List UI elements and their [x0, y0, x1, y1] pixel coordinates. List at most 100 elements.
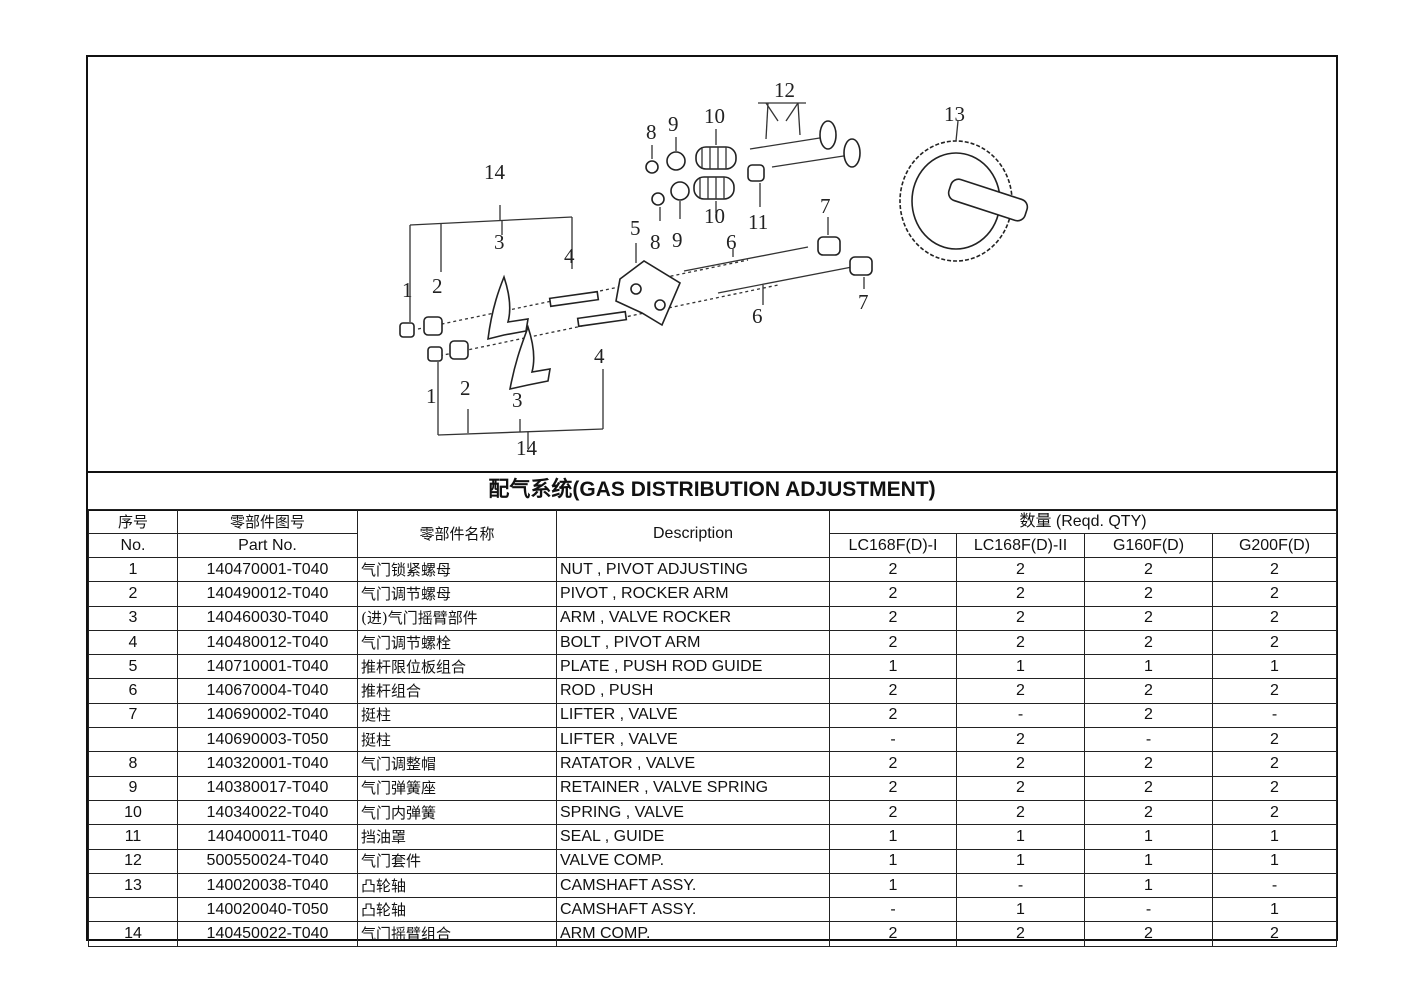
row-part-no: 140450022-T040	[177, 921, 358, 947]
guide-seal	[747, 164, 765, 182]
row-qty: -	[829, 897, 957, 923]
row-qty: 2	[1211, 727, 1338, 753]
row-qty: 1	[1084, 654, 1213, 680]
row-qty: -	[1211, 872, 1338, 899]
row-qty: 2	[1084, 799, 1213, 826]
row-qty: 1	[956, 654, 1085, 680]
row-qty: 2	[829, 556, 957, 583]
row-qty: 2	[1084, 605, 1213, 631]
row-name-cn: (进)气门摇臂部件	[357, 605, 557, 631]
header-model: G160F(D)	[1084, 533, 1213, 558]
row-qty: -	[956, 702, 1085, 729]
row-description: BOLT , PIVOT ARM	[556, 629, 830, 656]
row-name-cn: 凸轮轴	[357, 872, 557, 899]
row-description: PLATE , PUSH ROD GUIDE	[556, 654, 830, 680]
svg-text:9: 9	[668, 112, 679, 136]
row-part-no: 140690002-T040	[177, 702, 358, 729]
row-qty: 2	[1211, 799, 1338, 826]
header-model: LC168F(D)-II	[956, 533, 1085, 558]
row-no: 12	[88, 848, 178, 874]
row-description: LIFTER , VALVE	[556, 702, 830, 729]
row-name-cn: 气门套件	[357, 848, 557, 874]
row-description: RETAINER , VALVE SPRING	[556, 775, 830, 801]
row-qty: 2	[956, 605, 1085, 631]
row-qty: 1	[1084, 848, 1213, 874]
row-no: 2	[88, 581, 178, 607]
svg-text:8: 8	[650, 230, 661, 254]
parts-page-frame: 1 2 3 4 5 6 7 8 9 10 11 12 13 14 1 2 3 4…	[86, 55, 1338, 947]
row-name-cn: 凸轮轴	[357, 897, 557, 923]
row-part-no: 140710001-T040	[177, 654, 358, 680]
valve-lifter-lower	[849, 256, 873, 276]
header-description: Description	[556, 509, 830, 558]
row-part-no: 140380017-T040	[177, 775, 358, 801]
page-title: 配气系统(GAS DISTRIBUTION ADJUSTMENT)	[88, 471, 1336, 511]
row-qty: 1	[1211, 897, 1338, 923]
row-no: 13	[88, 872, 178, 899]
row-qty: -	[1084, 897, 1213, 923]
row-name-cn: 气门锁紧螺母	[357, 556, 557, 583]
row-no: 5	[88, 654, 178, 680]
bolt-pivot-arm-lower	[576, 310, 628, 328]
row-qty: 2	[829, 605, 957, 631]
row-qty: 2	[829, 629, 957, 656]
row-part-no: 140670004-T040	[177, 678, 358, 704]
row-part-no: 140400011-T040	[177, 824, 358, 850]
row-description: SPRING , VALVE	[556, 799, 830, 826]
row-qty: -	[956, 872, 1085, 899]
header-qty: 数量 (Reqd. QTY)	[828, 509, 1338, 534]
svg-text:14: 14	[484, 160, 506, 184]
valve-spring-retainer-lower	[670, 181, 690, 201]
row-description: LIFTER , VALVE	[556, 727, 830, 753]
row-name-cn: 气门内弹簧	[357, 799, 557, 826]
row-description: ARM COMP.	[556, 921, 830, 947]
row-qty: 2	[1211, 775, 1338, 801]
row-qty: 2	[956, 678, 1085, 704]
svg-text:3: 3	[494, 230, 505, 254]
row-qty: 1	[1084, 872, 1213, 899]
row-no: 7	[88, 702, 178, 729]
valve-upper	[819, 120, 837, 150]
row-name-cn: 气门调节螺母	[357, 581, 557, 607]
row-description: ROD , PUSH	[556, 678, 830, 704]
row-qty: 2	[829, 678, 957, 704]
header-model: G200F(D)	[1211, 533, 1338, 558]
row-qty: 1	[1211, 848, 1338, 874]
row-qty: 2	[829, 799, 957, 826]
row-qty: 2	[1084, 629, 1213, 656]
svg-text:6: 6	[726, 230, 737, 254]
row-qty: 2	[956, 727, 1085, 753]
row-qty: -	[1211, 702, 1338, 729]
nut-pivot-adjusting-lower	[427, 346, 443, 362]
row-qty: 2	[956, 581, 1085, 607]
row-qty: 2	[1211, 605, 1338, 631]
row-description: ARM , VALVE ROCKER	[556, 605, 830, 631]
row-name-cn: 挡油罩	[357, 824, 557, 850]
row-part-no: 500550024-T040	[177, 848, 358, 874]
svg-text:1: 1	[402, 278, 413, 302]
row-qty: 1	[1211, 654, 1338, 680]
row-qty: 2	[829, 751, 957, 777]
svg-text:6: 6	[752, 304, 763, 328]
row-qty: 2	[1084, 775, 1213, 801]
header-no-en: No.	[88, 533, 178, 558]
row-qty: 1	[1211, 824, 1338, 850]
row-no: 6	[88, 678, 178, 704]
row-description: NUT , PIVOT ADJUSTING	[556, 556, 830, 583]
row-qty: 2	[1211, 581, 1338, 607]
row-qty: 2	[1211, 556, 1338, 583]
row-description: CAMSHAFT ASSY.	[556, 872, 830, 899]
bolt-pivot-arm-upper	[548, 290, 600, 308]
row-description: PIVOT , ROCKER ARM	[556, 581, 830, 607]
row-description: CAMSHAFT ASSY.	[556, 897, 830, 923]
